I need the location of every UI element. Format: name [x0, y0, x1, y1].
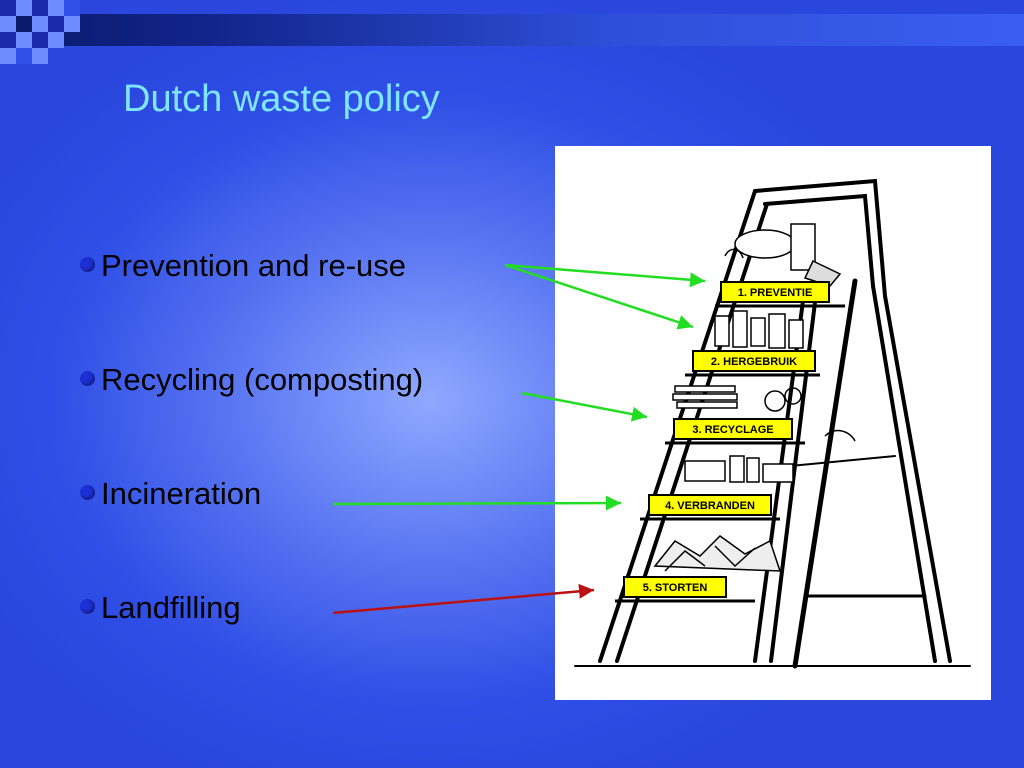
slide-title: Dutch waste policy [123, 78, 440, 120]
step-label-text: 1. PREVENTIE [738, 287, 813, 299]
waste-objects [653, 223, 856, 572]
step-label-verbranden: 4. VERBRANDEN [648, 494, 772, 516]
step-label-text: 3. RECYCLAGE [692, 424, 773, 436]
step-label-text: 2. HERGEBRUIK [711, 356, 797, 368]
step-label-hergebruik: 2. HERGEBRUIK [692, 350, 816, 372]
checker-logo [0, 0, 80, 64]
ladder-shelves [615, 304, 845, 603]
step-label-text: 4. VERBRANDEN [665, 500, 755, 512]
bullet-text: Recycling (composting) [101, 362, 424, 397]
bullet-item: Incineration [80, 476, 261, 512]
waste-ladder-image: 1. PREVENTIE 2. HERGEBRUIK 3. RECYCLAGE … [555, 146, 991, 700]
bullet-dot-icon [80, 599, 95, 614]
bullet-dot-icon [80, 485, 95, 500]
bullet-text: Landfilling [101, 590, 241, 625]
bullet-dot-icon [80, 371, 95, 386]
bullet-dot-icon [80, 257, 95, 272]
title-band [0, 14, 1024, 46]
bullet-item: Landfilling [80, 590, 241, 626]
bullet-text: Incineration [101, 476, 262, 511]
step-label-preventie: 1. PREVENTIE [720, 281, 830, 303]
step-label-recyclage: 3. RECYCLAGE [673, 418, 793, 440]
step-labels: 1. PREVENTIE 2. HERGEBRUIK 3. RECYCLAGE … [623, 281, 830, 598]
ladder-drawing: 1. PREVENTIE 2. HERGEBRUIK 3. RECYCLAGE … [574, 178, 971, 669]
step-label-text: 5. STORTEN [643, 582, 708, 594]
bullet-item: Recycling (composting) [80, 362, 423, 398]
bullet-text: Prevention and re-use [101, 248, 407, 283]
step-label-storten: 5. STORTEN [623, 576, 727, 598]
bullet-item: Prevention and re-use [80, 248, 406, 284]
